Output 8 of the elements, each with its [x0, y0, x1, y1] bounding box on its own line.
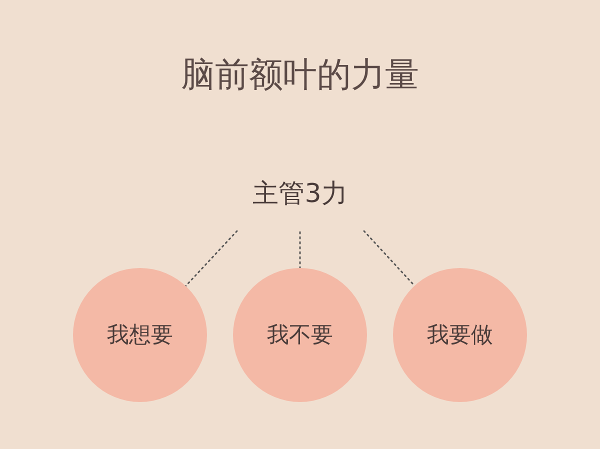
heading-text: 主管3力 — [252, 178, 348, 211]
circle-label: 我要做 — [427, 322, 493, 350]
dotted-line — [299, 231, 301, 269]
circle-label: 我不要 — [267, 322, 333, 350]
dotted-line — [363, 230, 416, 287]
dotted-line — [184, 230, 238, 287]
circle-label: 我想要 — [107, 322, 173, 350]
title: 脑前额叶的力量 — [181, 54, 419, 97]
